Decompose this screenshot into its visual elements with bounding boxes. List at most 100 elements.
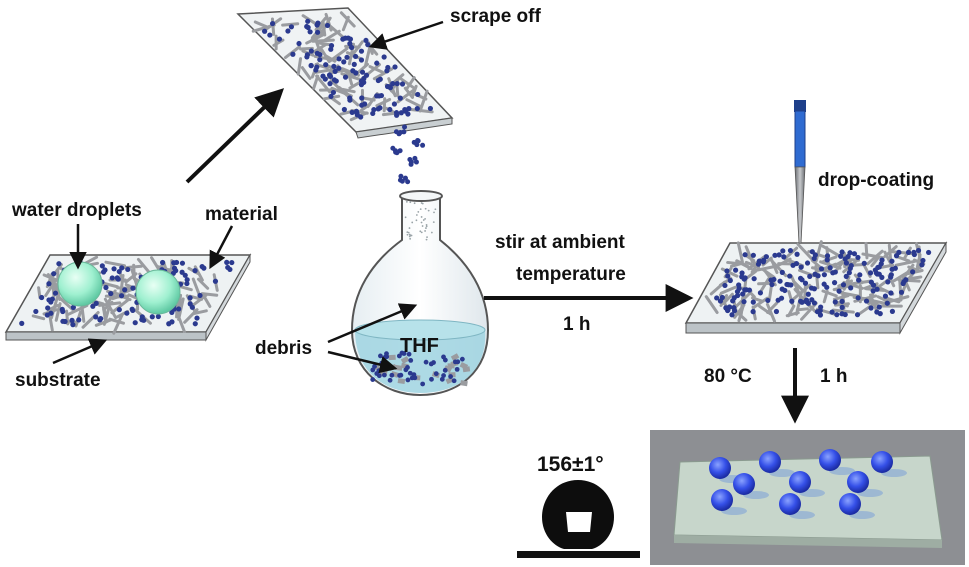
debris-particle xyxy=(398,173,404,179)
fiber xyxy=(110,298,130,315)
fiber xyxy=(42,273,59,282)
fiber xyxy=(752,264,777,273)
particle xyxy=(262,28,268,34)
blue-droplet xyxy=(789,471,811,493)
particle xyxy=(341,59,347,65)
fiber xyxy=(787,304,796,318)
particle xyxy=(118,293,125,299)
particle xyxy=(331,63,337,70)
fiber xyxy=(800,301,818,321)
fiber xyxy=(177,284,193,292)
particle xyxy=(848,262,854,269)
particle xyxy=(375,77,381,84)
particle xyxy=(725,307,731,313)
particle xyxy=(93,314,99,320)
fiber xyxy=(796,242,814,261)
glass-speckle xyxy=(425,227,427,229)
fiber xyxy=(832,284,852,292)
blue-droplet xyxy=(839,493,861,515)
particle xyxy=(739,274,745,280)
debris-particle xyxy=(402,124,408,130)
particle xyxy=(374,60,380,66)
particle xyxy=(194,315,200,321)
particle xyxy=(341,106,347,113)
debris-particle xyxy=(413,159,419,165)
particle xyxy=(910,269,916,275)
particle xyxy=(836,288,842,294)
fiber xyxy=(313,68,334,75)
particle xyxy=(111,266,117,272)
debris-fiber xyxy=(397,378,406,385)
particle xyxy=(192,321,198,327)
fiber xyxy=(736,241,744,264)
particle xyxy=(832,299,838,305)
particle xyxy=(757,290,764,296)
particle xyxy=(344,54,350,60)
particle xyxy=(779,269,785,275)
fiber xyxy=(298,46,314,51)
particle xyxy=(779,286,785,292)
particle xyxy=(812,271,818,277)
particle xyxy=(905,249,912,255)
particle xyxy=(798,264,804,270)
particle xyxy=(405,111,411,117)
particle xyxy=(794,251,800,257)
fiber xyxy=(136,257,151,274)
leader-material xyxy=(209,225,234,270)
particle xyxy=(391,101,398,107)
particle xyxy=(824,253,831,259)
particle xyxy=(814,309,821,315)
particle xyxy=(359,69,366,75)
particle xyxy=(390,81,396,87)
particle xyxy=(353,70,359,76)
particle xyxy=(199,263,205,270)
particle xyxy=(750,252,756,258)
glass-speckle xyxy=(409,234,412,237)
fiber xyxy=(348,81,361,90)
glass-speckle xyxy=(426,236,428,239)
fiber xyxy=(57,295,75,312)
fiber xyxy=(54,302,62,322)
particle xyxy=(149,314,155,320)
debris-particle xyxy=(370,377,376,382)
particle xyxy=(336,56,342,62)
glass-speckle xyxy=(421,225,424,227)
particle xyxy=(48,310,54,316)
particle xyxy=(267,32,273,38)
glass-speckle xyxy=(420,216,423,218)
particle xyxy=(884,300,890,306)
particle xyxy=(359,102,365,108)
leader-debris-lower xyxy=(327,350,398,374)
debris-particle xyxy=(441,373,446,378)
blue-droplet xyxy=(779,493,801,515)
particle xyxy=(376,93,382,99)
particle xyxy=(740,291,746,297)
particle xyxy=(70,322,76,328)
blue-droplet xyxy=(871,451,893,473)
fiber xyxy=(323,29,341,42)
particle xyxy=(290,51,296,57)
fiber xyxy=(65,304,89,317)
particle xyxy=(809,249,815,255)
particle xyxy=(787,247,794,254)
glass-speckle xyxy=(406,231,409,234)
fiber xyxy=(103,297,118,320)
particle xyxy=(750,299,756,305)
particle xyxy=(307,29,313,35)
fiber xyxy=(313,36,322,54)
arrow-to-scrape xyxy=(185,88,285,184)
label-contact-angle: 156±1° xyxy=(537,453,604,476)
particle xyxy=(342,35,348,41)
fiber xyxy=(382,97,387,113)
particle xyxy=(130,285,136,291)
leader-lines xyxy=(52,20,444,374)
particle xyxy=(192,268,198,274)
particle xyxy=(414,105,420,112)
particle xyxy=(730,298,736,304)
particle xyxy=(224,259,230,265)
debris-fiber xyxy=(400,356,410,364)
fiber xyxy=(744,245,754,264)
particle xyxy=(173,259,180,266)
particle xyxy=(856,277,862,283)
flask xyxy=(350,190,490,397)
